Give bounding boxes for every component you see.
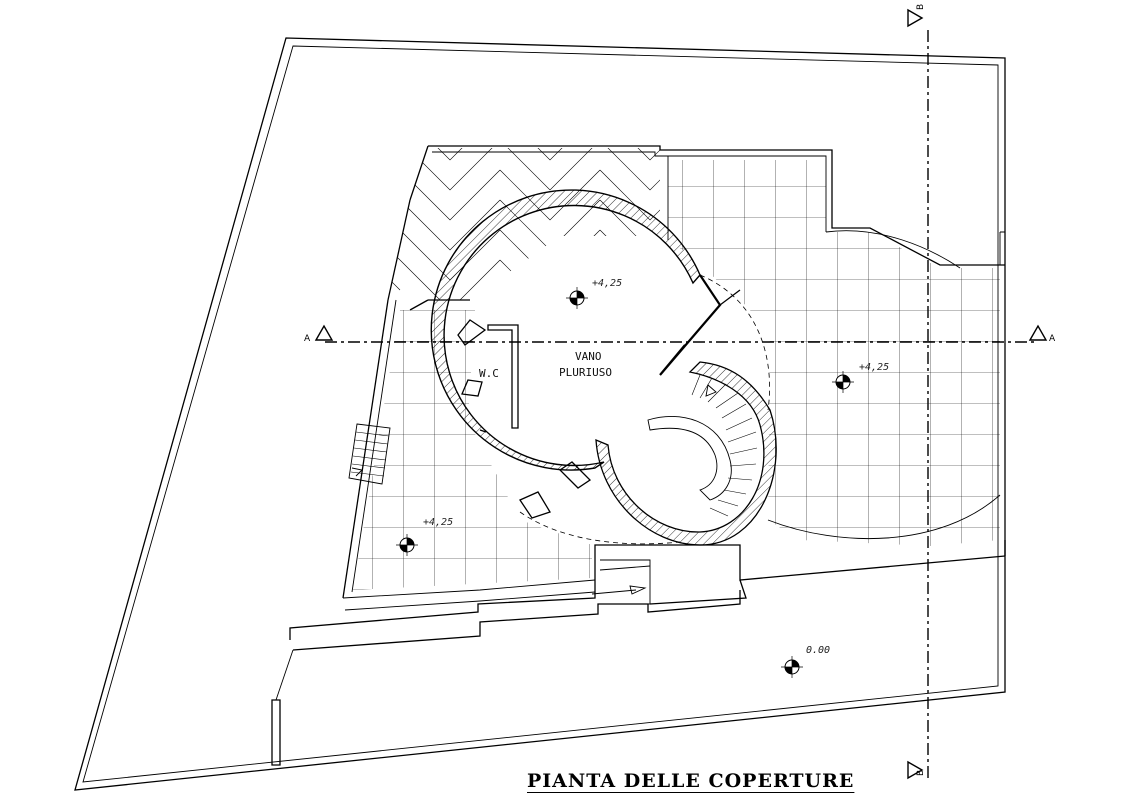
left-stair <box>348 423 391 485</box>
level-marker-left <box>396 534 418 556</box>
room-label-pluriuso: PLURIUSO <box>559 366 612 379</box>
left-terrace-tiles <box>353 310 592 590</box>
level-marker-right <box>832 371 854 393</box>
drawing-title: PIANTA DELLE COPERTURE <box>527 770 855 792</box>
right-terrace-tiles <box>667 156 1001 546</box>
level-marker-ground <box>781 656 803 678</box>
room-label-vano: VANO <box>575 350 602 363</box>
level-marker-center <box>566 287 588 309</box>
room-label-wc: W.C <box>479 367 499 380</box>
building-walls <box>271 145 1006 766</box>
site-boundary <box>74 37 1006 791</box>
section-line-a <box>314 324 1048 343</box>
section-b-top-label: B <box>916 4 926 10</box>
section-b-bottom-label: B <box>916 770 926 776</box>
section-a-right-label: A <box>1049 334 1056 344</box>
section-line-b <box>907 8 929 780</box>
level-left-terrace: +4,25 <box>423 517 453 528</box>
entry-stair <box>591 559 651 605</box>
round-room <box>430 189 741 519</box>
section-a-left-label: A <box>304 334 311 344</box>
spiral-stair <box>519 274 777 546</box>
level-ground: 0.00 <box>806 645 830 656</box>
level-right-terrace: +4,25 <box>859 362 889 373</box>
level-center-room: +4,25 <box>592 278 622 289</box>
